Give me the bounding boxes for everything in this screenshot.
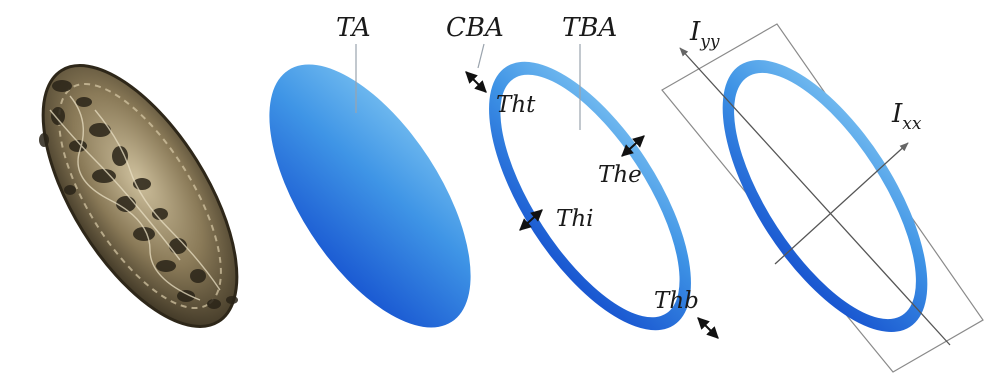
the-label: The [598, 162, 642, 188]
total-area-panel: TA [269, 13, 471, 328]
cortical-ring-panel: CBA TBA Tht The Thi Thb [446, 13, 719, 339]
total-area-shape [269, 64, 471, 328]
thi-arrow [519, 209, 543, 231]
tba-label: TBA [562, 13, 617, 43]
inertia-panel: Iyy Ixx [661, 17, 984, 373]
ta-label: TA [336, 13, 371, 43]
bounding-rectangle [661, 23, 984, 373]
the-arrow [621, 135, 645, 157]
thb-arrow [697, 317, 719, 339]
cortical-ring-inner [500, 74, 680, 318]
bone-section-render [39, 64, 239, 328]
ixx-label: Ixx [891, 99, 922, 134]
thb-label: Thb [654, 288, 699, 314]
iyy-label: Iyy [689, 17, 720, 52]
inertia-ring-inner [734, 72, 916, 320]
cba-label: CBA [446, 13, 504, 43]
cba-leader-line [477, 43, 485, 69]
trabecular-highlights [49, 95, 221, 301]
thi-label: Thi [556, 206, 594, 232]
iyy-axis [679, 47, 951, 346]
tht-label: Tht [496, 92, 536, 118]
tht-arrow [465, 71, 487, 93]
ixx-axis [774, 142, 909, 265]
